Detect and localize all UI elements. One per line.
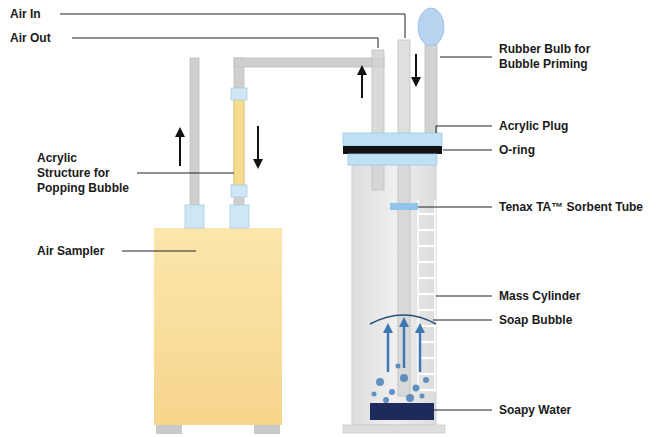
acrylic-plug	[343, 133, 442, 165]
callout-label: Rubber Bulb for Bubble Priming	[499, 42, 617, 72]
flow-arrow	[415, 54, 417, 82]
flow-arrow	[257, 126, 259, 164]
air-bubbles	[372, 364, 430, 404]
graduation-marks	[418, 200, 436, 392]
soapy-water	[370, 403, 434, 420]
callout-label: Soap Bubble	[499, 313, 572, 328]
callout-label: Mass Cylinder	[499, 289, 580, 304]
leader-lines	[60, 14, 492, 410]
callout-label: O-ring	[499, 143, 535, 158]
callout-label: Acrylic Plug	[499, 119, 568, 134]
popping-structure	[390, 203, 418, 210]
flow-arrow	[361, 70, 363, 98]
rubber-bulb	[418, 8, 444, 46]
mass-cylinder	[343, 163, 445, 433]
flow-arrow	[179, 132, 181, 166]
air-sampler	[154, 228, 282, 434]
rising-arrows	[388, 322, 420, 372]
callout-label: Acrylic Structure for Popping Bubble	[37, 151, 132, 196]
callout-label: Soapy Water	[499, 403, 571, 418]
callout-label: Tenax TA™ Sorbent Tube	[499, 200, 647, 215]
callout-label: Air Out	[10, 31, 51, 46]
cylinder-tubes	[372, 8, 444, 396]
callout-label: Air In	[10, 7, 41, 22]
sorbent-tube	[231, 88, 247, 197]
callout-label: Air Sampler	[37, 244, 104, 259]
